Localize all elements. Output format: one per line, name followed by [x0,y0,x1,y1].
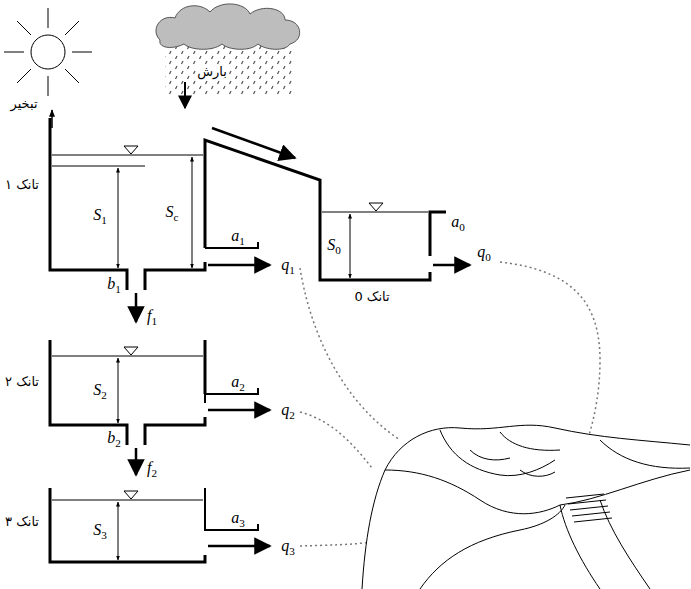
tank-label: تبخیر [9,97,38,111]
variable-label: a2 [230,373,246,391]
catchment-sketch [362,425,690,589]
variable-label: a1 [230,227,246,245]
variable-label: b2 [106,429,122,447]
water-levels [52,146,428,500]
variable-label: S2 [92,381,108,399]
dimension-arrows [118,157,350,560]
variable-label: Sc [165,203,180,221]
sun [4,8,92,96]
variable-label: f2 [146,459,158,477]
variable-label: a0 [450,213,466,231]
variable-label: q1 [280,256,296,274]
tank-label: تانک ۳ [4,515,40,529]
tank-label: تانک ۲ [4,375,40,389]
variable-label: q0 [476,243,492,261]
variable-label: q3 [280,537,296,555]
tank-label: بارش [196,65,228,79]
variable-label: q2 [280,401,296,419]
variable-label: a3 [230,509,246,527]
variable-label: S0 [326,236,342,254]
tank-label: تانک ۱ [4,178,40,192]
cloud [156,4,300,49]
variable-label: f1 [146,307,158,325]
rain-arrow [184,82,186,108]
variable-label: S3 [92,521,108,539]
variable-label: b1 [106,275,122,293]
tank-label: تانک 0 [353,290,390,304]
variable-label: S1 [92,206,108,224]
